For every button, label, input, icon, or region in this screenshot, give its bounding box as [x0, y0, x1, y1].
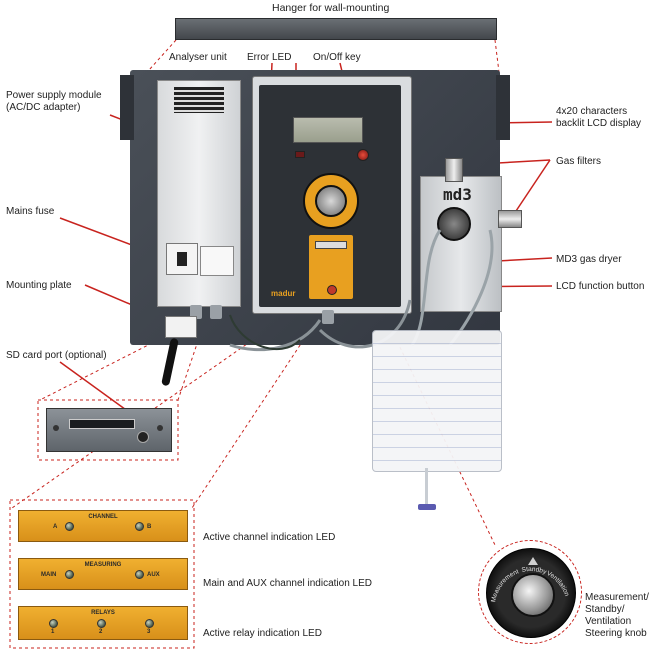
sd-card-port-detail	[46, 408, 172, 452]
sd-card-port-label: SD card port (optional)	[6, 350, 107, 361]
knob-cap	[511, 573, 555, 617]
right-bracket	[496, 75, 510, 140]
sd-card-eject[interactable]	[137, 431, 149, 443]
gas-filter-side	[498, 210, 522, 228]
lcd-display-label-2: backlit LCD display	[556, 118, 642, 129]
md3-gas-dryer-label: MD3 gas dryer	[556, 254, 622, 265]
orange-control-panel	[309, 235, 353, 299]
power-supply-label-2: (AC/DC adapter)	[6, 102, 81, 113]
active-relay-led-label: Active relay indication LED	[203, 628, 322, 639]
channel-b-led	[135, 522, 144, 531]
knob-label-2: Standby/	[585, 604, 625, 615]
relay-3-label: 3	[147, 629, 151, 635]
sd-slot-on-unit	[315, 241, 347, 249]
measuring-main-led	[65, 570, 74, 579]
measuring-aux-led	[135, 570, 144, 579]
drain-bag	[372, 330, 502, 472]
power-terminal-block	[200, 246, 234, 276]
relays-led-panel: RELAYS 1 2 3	[18, 606, 188, 640]
lcd-function-button-label: LCD function button	[556, 281, 645, 292]
cable-gland	[190, 305, 202, 319]
measuring-main-label: MAIN	[41, 572, 57, 578]
channel-a-led	[65, 522, 74, 531]
cable-gland	[322, 310, 334, 324]
knob-label-1: Measurement/	[585, 592, 649, 603]
relay-1-label: 1	[51, 629, 55, 635]
gas-filters-label: Gas filters	[556, 156, 602, 167]
power-supply-module	[157, 80, 241, 307]
sd-card-slot[interactable]	[69, 419, 135, 429]
measuring-aux-label: AUX	[147, 572, 160, 578]
channel-title: CHANNEL	[88, 514, 118, 520]
mains-fuse-label: Mains fuse	[6, 206, 55, 217]
relay-2-led	[97, 619, 106, 628]
channel-a-label: A	[53, 524, 58, 530]
channel-led-panel: CHANNEL A B	[18, 510, 188, 542]
left-bracket	[120, 75, 134, 140]
lcd-display-label-1: 4x20 characters	[556, 106, 628, 117]
analyser-front-panel: madur	[259, 85, 401, 307]
knob-label-3: Ventilation	[585, 616, 632, 627]
drain-tube	[425, 468, 428, 508]
hanger-label: Hanger for wall-mounting	[272, 2, 390, 14]
error-led	[295, 151, 305, 158]
lcd-display	[293, 117, 363, 143]
wall-hanger	[175, 18, 497, 40]
screw	[53, 425, 59, 431]
gas-filter-top	[445, 158, 463, 182]
channel-b-label: B	[147, 524, 152, 530]
analyser-unit-label: Analyser unit	[169, 52, 227, 63]
fuse-holder	[166, 243, 198, 275]
steering-knob-detail[interactable]	[486, 548, 576, 638]
vent-grille	[174, 87, 224, 113]
active-channel-led-label: Active channel indication LED	[203, 532, 336, 543]
mounting-plate-text: Mounting plate	[6, 280, 72, 291]
relay-2-label: 2	[99, 629, 103, 635]
relay-1-led	[49, 619, 58, 628]
md3-gas-dryer: md3	[420, 176, 502, 312]
relay-3-led	[145, 619, 154, 628]
peristaltic-pump	[437, 207, 471, 241]
lcd-function-button[interactable]	[327, 285, 337, 295]
power-supply-label-1: Power supply module	[6, 90, 102, 101]
cable-gland	[210, 305, 222, 319]
analyser-brand: madur	[271, 289, 296, 298]
md3-brand: md3	[443, 185, 472, 204]
analyser-unit: madur	[252, 76, 412, 314]
error-led-label: Error LED	[247, 52, 292, 63]
onoff-key-label: On/Off key	[313, 52, 361, 63]
knob-label-4: Steering knob	[585, 628, 647, 639]
drain-valve	[418, 504, 436, 510]
knob-pointer	[528, 557, 538, 565]
relays-title: RELAYS	[91, 610, 115, 616]
screw	[157, 425, 163, 431]
onoff-key[interactable]	[357, 149, 369, 161]
knob-detail-frame	[478, 540, 582, 644]
mounting-plate-label	[165, 316, 197, 338]
steering-knob-on-unit[interactable]	[303, 173, 359, 229]
measuring-title: MEASURING	[84, 562, 122, 568]
main-aux-led-label: Main and AUX channel indication LED	[203, 578, 372, 589]
measuring-led-panel: MEASURING MAIN AUX	[18, 558, 188, 590]
